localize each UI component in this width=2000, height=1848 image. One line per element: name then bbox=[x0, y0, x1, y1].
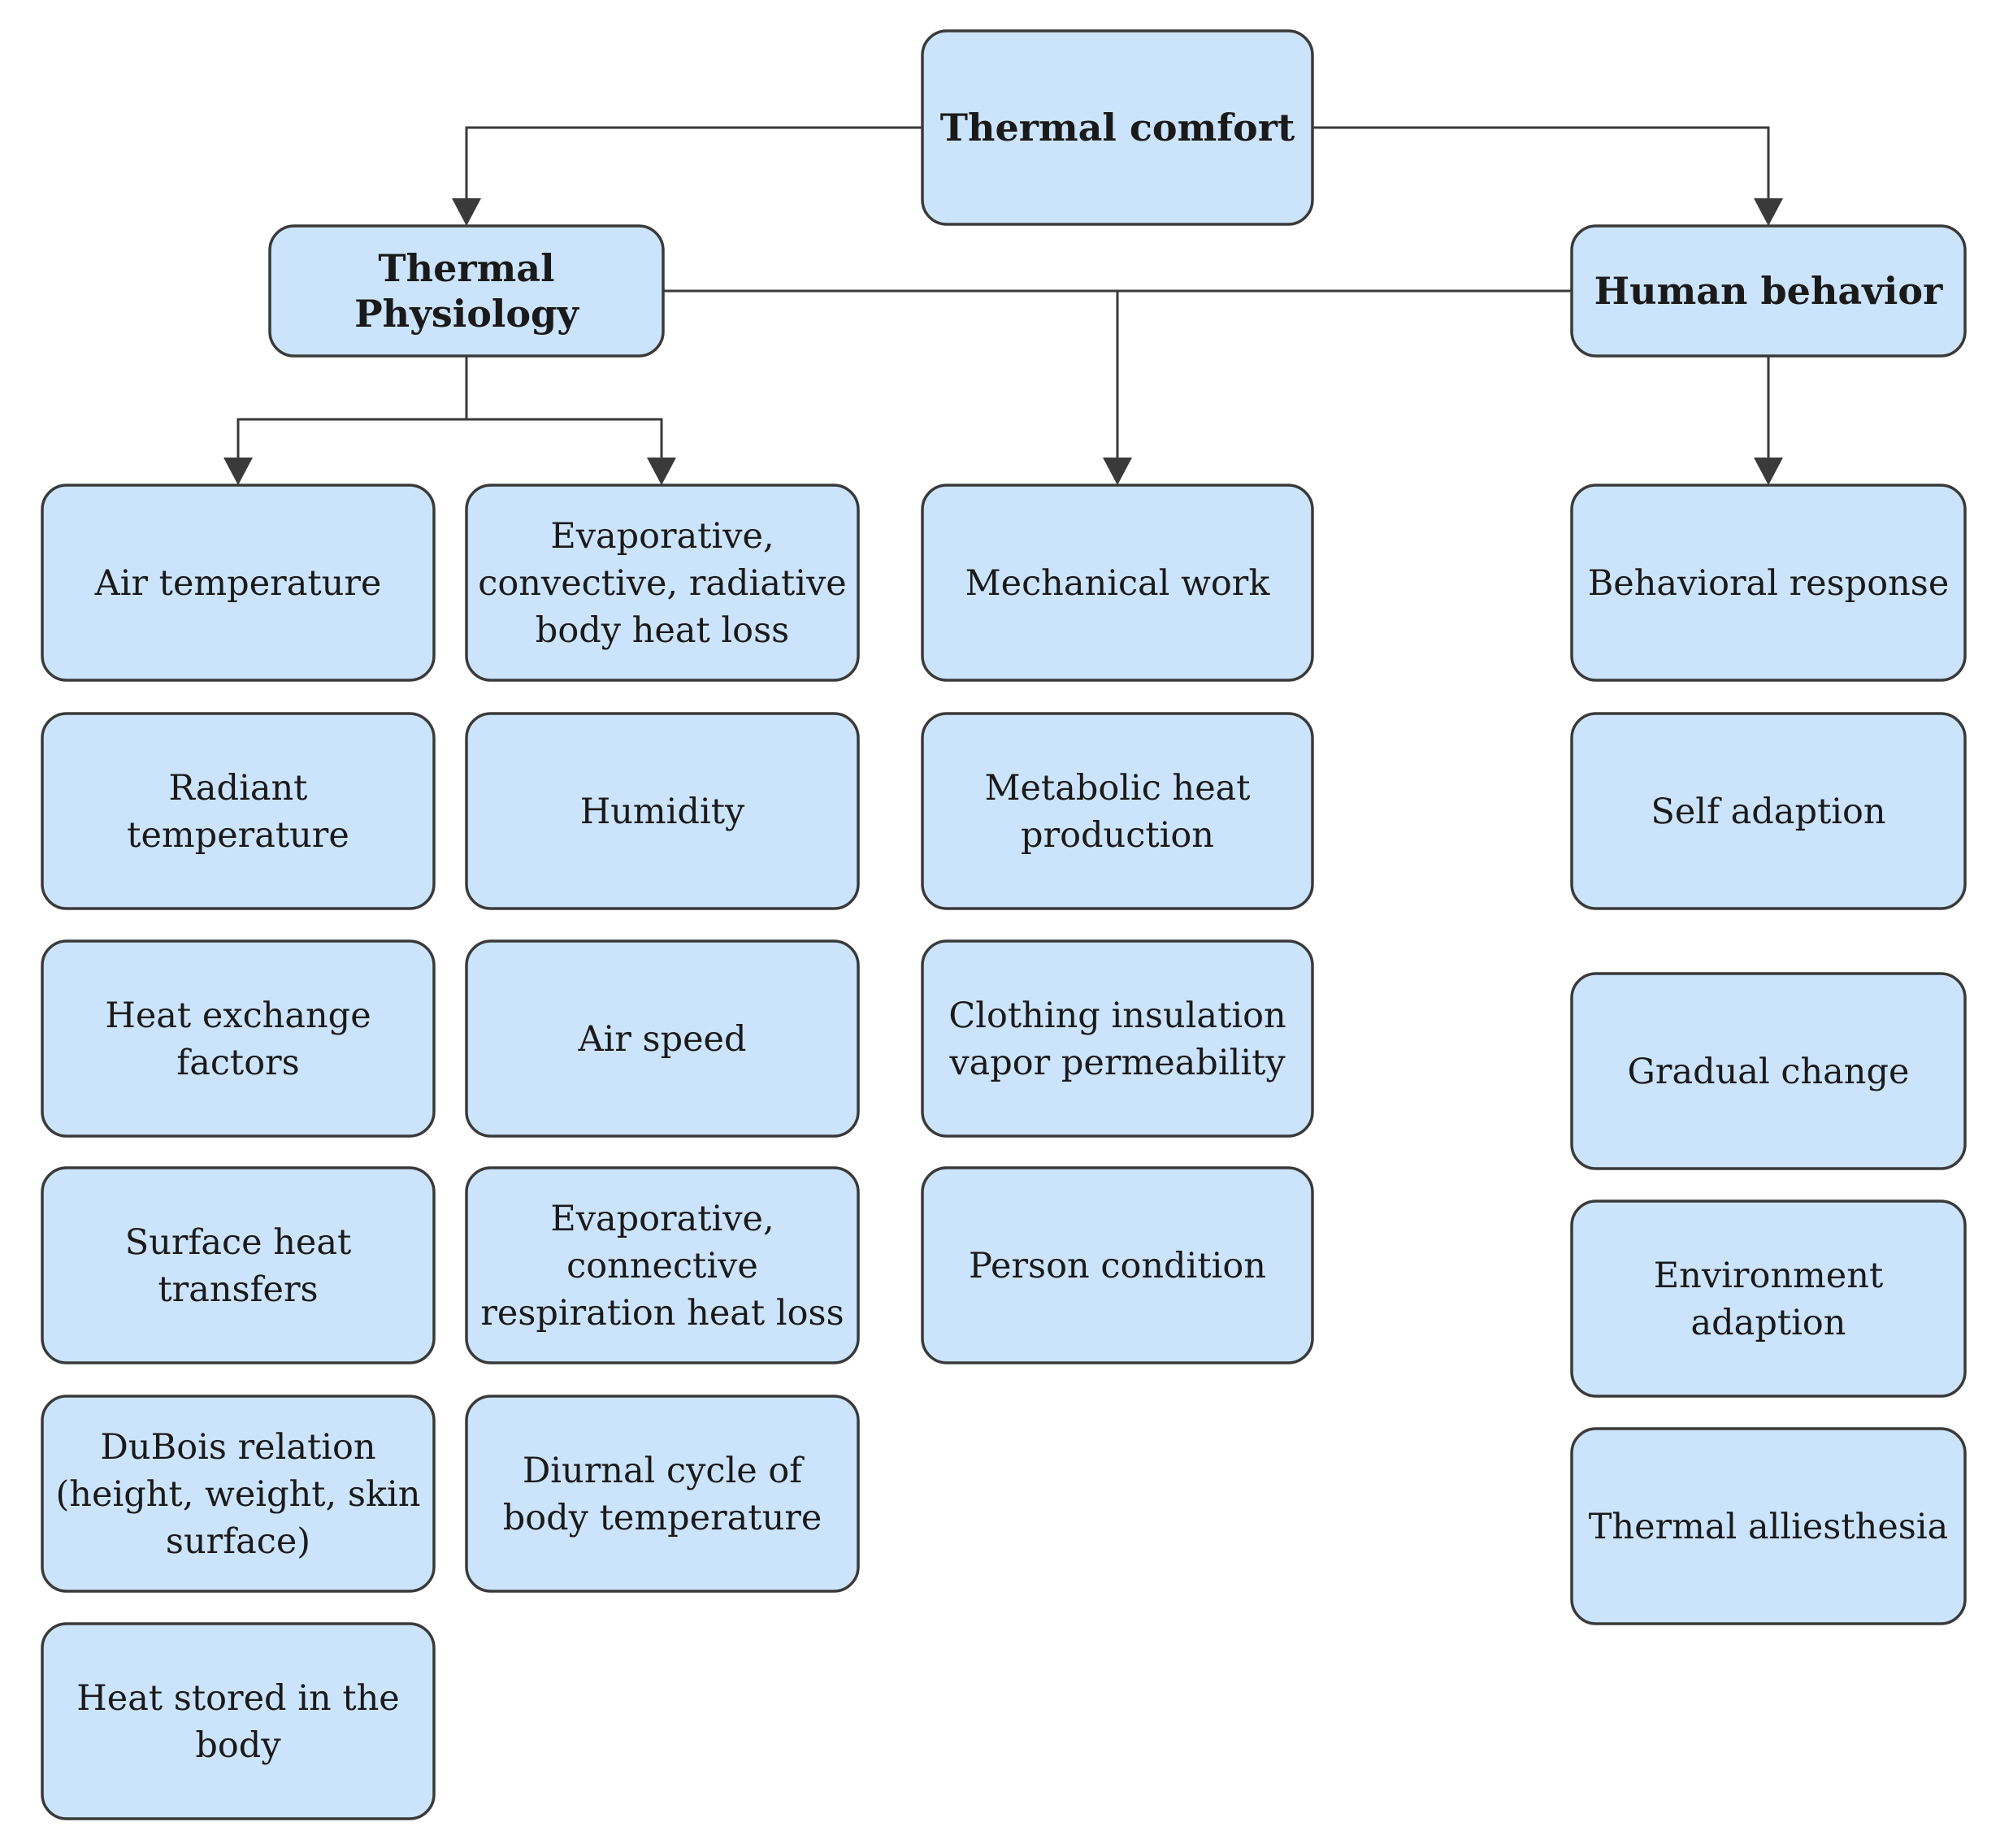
behavior-factor-2-box bbox=[1570, 712, 1967, 910]
arrow-to-physiology-col2 bbox=[647, 458, 676, 485]
node-human-behavior-box bbox=[1570, 224, 1967, 358]
physiology-process-3: Air speed bbox=[465, 939, 860, 1138]
behavior-factor-2: Self adaption bbox=[1570, 712, 1967, 910]
physiology-factor-2-box bbox=[41, 712, 436, 910]
node-human-behavior-label: Human behavior bbox=[1594, 269, 1943, 313]
behavior-factor-5-label: Thermal alliesthesia bbox=[1589, 1507, 1949, 1547]
connector-physiology-branch bbox=[236, 418, 663, 459]
physiology-process-3-label: Air speed bbox=[577, 1019, 746, 1060]
personal-factor-1-label: Mechanical work bbox=[965, 563, 1271, 604]
physiology-process-3-box bbox=[465, 939, 860, 1138]
personal-factor-2-box bbox=[921, 712, 1314, 910]
physiology-process-1-box bbox=[465, 484, 860, 682]
personal-factor-3-box bbox=[921, 939, 1314, 1138]
physiology-process-4-box bbox=[465, 1166, 860, 1364]
connectors bbox=[223, 126, 1783, 485]
node-human-behavior: Human behavior bbox=[1570, 224, 1967, 358]
personal-factor-4: Person condition bbox=[921, 1166, 1314, 1364]
connector-root-to-behavior bbox=[1312, 126, 1770, 200]
root-node-thermal-comfort: Thermal comfort bbox=[921, 29, 1314, 226]
arrow-to-physiology bbox=[452, 198, 481, 226]
root-node-thermal-comfort-label: Thermal comfort bbox=[940, 106, 1295, 150]
physiology-factor-6-box bbox=[41, 1622, 436, 1820]
personal-factor-1-box bbox=[921, 484, 1314, 682]
behavior-factor-3-label: Gradual change bbox=[1628, 1052, 1910, 1092]
root-node-thermal-comfort-box bbox=[921, 29, 1314, 226]
physiology-factor-1-label: Air temperature bbox=[94, 563, 382, 604]
physiology-factor-1: Air temperature bbox=[41, 484, 436, 682]
arrow-to-physiology-col1 bbox=[223, 458, 253, 485]
arrow-to-behavior bbox=[1754, 198, 1783, 226]
behavior-factor-5-box bbox=[1570, 1427, 1967, 1625]
physiology-process-2-box bbox=[465, 712, 860, 910]
arrow-to-shared-column bbox=[1103, 458, 1132, 485]
physiology-factor-3-box bbox=[41, 939, 436, 1138]
physiology-process-2: Humidity bbox=[465, 712, 860, 910]
physiology-factor-4-box bbox=[41, 1166, 436, 1364]
behavior-factor-2-label: Self adaption bbox=[1651, 792, 1885, 832]
physiology-factor-5-box bbox=[41, 1395, 436, 1593]
behavior-factor-1: Behavioral response bbox=[1570, 484, 1967, 682]
behavior-factor-1-box bbox=[1570, 484, 1967, 682]
behavior-factor-3-box bbox=[1570, 972, 1967, 1170]
behavior-factor-1-label: Behavioral response bbox=[1588, 563, 1950, 604]
physiology-process-2-label: Humidity bbox=[580, 792, 745, 832]
behavior-factor-4-box bbox=[1570, 1199, 1967, 1398]
physiology-factor-1-box bbox=[41, 484, 436, 682]
behavior-factor-3: Gradual change bbox=[1570, 972, 1967, 1170]
personal-factor-4-box bbox=[921, 1166, 1314, 1364]
personal-factor-1: Mechanical work bbox=[921, 484, 1314, 682]
behavior-factor-5: Thermal alliesthesia bbox=[1570, 1427, 1967, 1625]
physiology-process-5-box bbox=[465, 1395, 860, 1593]
personal-factor-4-label: Person condition bbox=[969, 1246, 1266, 1286]
node-thermal-physiology-box bbox=[268, 224, 665, 358]
connector-root-to-physiology bbox=[465, 126, 922, 200]
arrow-to-behavior-column bbox=[1754, 458, 1783, 485]
